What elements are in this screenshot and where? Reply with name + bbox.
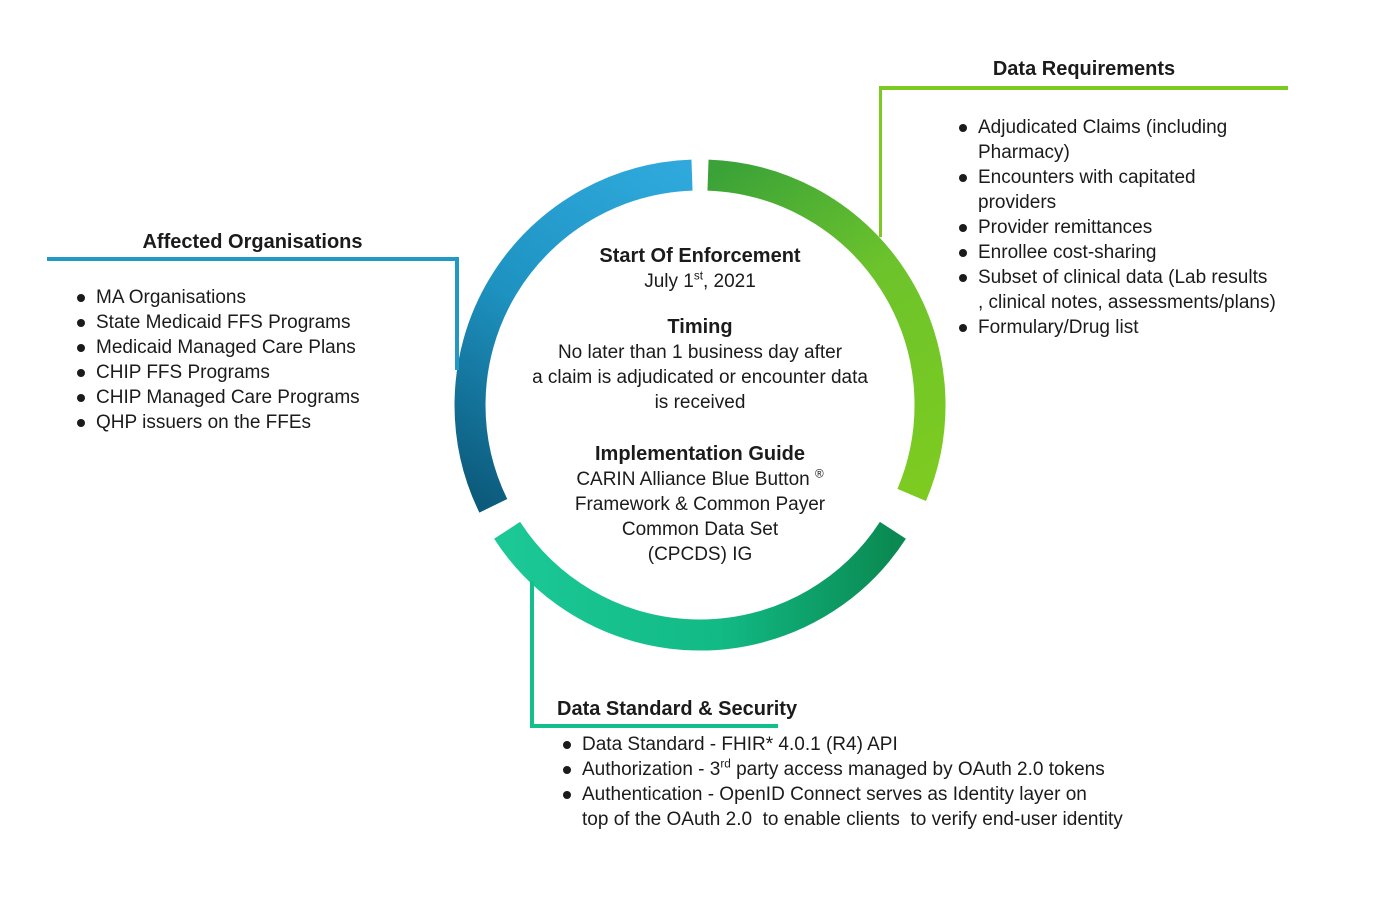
- center-text-line: Common Data Set: [621, 519, 779, 540]
- center-text-line: a claim is adjudicated or encounter data: [532, 367, 868, 388]
- bullet-dot: [77, 393, 85, 402]
- center-text-line: is received: [654, 392, 746, 413]
- data-requirements-underline: [880, 86, 1288, 90]
- list-item-line: providers: [958, 190, 1276, 215]
- list-item-text: providers: [978, 192, 1057, 213]
- data-requirements-title: Data Requirements: [992, 58, 1176, 80]
- bullet-dot: [959, 248, 967, 257]
- enforcement-date: July 1st, 2021: [480, 269, 920, 294]
- list-item-line: top of the OAuth 2.0 to enable clients t…: [562, 807, 1123, 832]
- list-item-line: Pharmacy): [958, 140, 1276, 165]
- list-item-line: Authentication - OpenID Connect serves a…: [562, 782, 1123, 807]
- blue-arc: [454, 159, 693, 513]
- bullet-dot: [959, 273, 967, 282]
- list-item-line: , clinical notes, assessments/plans): [958, 290, 1276, 315]
- list-item-line: Medicaid Managed Care Plans: [76, 335, 360, 360]
- center-text-line: July 1st, 2021: [644, 269, 756, 292]
- center-text-line: No later than 1 business day after: [557, 342, 843, 363]
- data-standard-security-title: Data Standard & Security: [557, 698, 798, 720]
- list-item-text: Authentication - OpenID Connect serves a…: [582, 784, 1087, 805]
- list-item-text: top of the OAuth 2.0 to enable clients t…: [582, 809, 1123, 830]
- bullet-dot: [959, 123, 967, 132]
- bullet-dot: [563, 790, 571, 799]
- bullet-dot: [77, 343, 85, 352]
- list-item-line: QHP issuers on the FFEs: [76, 410, 360, 435]
- affected-connector-line: [455, 257, 459, 370]
- bullet-dot: [959, 323, 967, 332]
- bullet-dot: [77, 293, 85, 302]
- timing-lines: No later than 1 business day after a clai…: [480, 340, 920, 415]
- timing-title: Timing: [667, 316, 733, 338]
- affected-organisations-title: Affected Organisations: [142, 231, 363, 253]
- list-item-text: Authorization - 3rd party access managed…: [582, 757, 1105, 780]
- data-requirements-connector-line: [879, 86, 882, 237]
- list-item-line: CHIP Managed Care Programs: [76, 385, 360, 410]
- list-item-line: Subset of clinical data (Lab results: [958, 265, 1276, 290]
- bullet-dot: [563, 765, 571, 774]
- list-item-text: CHIP FFS Programs: [96, 362, 270, 383]
- circle-center-text: Start Of Enforcement July 1st, 2021 Timi…: [480, 244, 920, 567]
- timing-block: Timing No later than 1 business day afte…: [480, 315, 920, 415]
- implementation-guide-lines: CARIN Alliance Blue Button ® Framework & …: [480, 467, 920, 567]
- list-item-line: Adjudicated Claims (including: [958, 115, 1276, 140]
- implementation-guide-block: Implementation Guide CARIN Alliance Blue…: [480, 442, 920, 567]
- green-arc: [707, 159, 946, 501]
- list-item-line: Encounters with capitated: [958, 165, 1276, 190]
- list-item-text: Data Standard - FHIR* 4.0.1 (R4) API: [582, 734, 898, 755]
- bullet-dot: [563, 740, 571, 749]
- enforcement-title: Start Of Enforcement: [599, 245, 801, 267]
- list-item-text: State Medicaid FFS Programs: [96, 312, 351, 333]
- list-item-text: CHIP Managed Care Programs: [96, 387, 360, 408]
- bullet-dot: [959, 173, 967, 182]
- bullet-dot: [77, 318, 85, 327]
- list-item-line: Enrollee cost-sharing: [958, 240, 1276, 265]
- list-item-text: Medicaid Managed Care Plans: [96, 337, 356, 358]
- bullet-dot: [77, 418, 85, 427]
- list-item-line: Provider remittances: [958, 215, 1276, 240]
- data-standard-security-connector-line: [530, 581, 534, 727]
- affected-underline: [47, 257, 458, 261]
- list-item-text: Pharmacy): [978, 142, 1070, 163]
- list-item-text: Encounters with capitated: [978, 167, 1196, 188]
- list-item-line: CHIP FFS Programs: [76, 360, 360, 385]
- teal-arc: [494, 521, 906, 651]
- list-item-line: MA Organisations: [76, 285, 360, 310]
- data-standard-security-underline: [530, 724, 778, 728]
- list-item-text: Provider remittances: [978, 217, 1153, 238]
- bullet-dot: [77, 368, 85, 377]
- list-item-text: Adjudicated Claims (including: [978, 117, 1228, 138]
- center-text-line: Framework & Common Payer: [574, 494, 826, 515]
- list-item-line: State Medicaid FFS Programs: [76, 310, 360, 335]
- center-text-line: (CPCDS) IG: [647, 544, 753, 565]
- enforcement-block: Start Of Enforcement July 1st, 2021: [480, 244, 920, 294]
- list-item-text: Enrollee cost-sharing: [978, 242, 1157, 263]
- list-item-line: Authorization - 3rd party access managed…: [562, 757, 1123, 782]
- center-text-line: CARIN Alliance Blue Button ®: [576, 467, 824, 490]
- list-item-text: Subset of clinical data (Lab results: [978, 267, 1268, 288]
- list-item-text: Formulary/Drug list: [978, 317, 1139, 338]
- bullet-dot: [959, 223, 967, 232]
- list-item-text: QHP issuers on the FFEs: [96, 412, 312, 433]
- implementation-guide-title: Implementation Guide: [594, 443, 806, 465]
- list-item-text: MA Organisations: [96, 287, 246, 308]
- list-item-line: Data Standard - FHIR* 4.0.1 (R4) API: [562, 732, 1123, 757]
- list-item-text: , clinical notes, assessments/plans): [978, 292, 1276, 313]
- list-item-line: Formulary/Drug list: [958, 315, 1276, 340]
